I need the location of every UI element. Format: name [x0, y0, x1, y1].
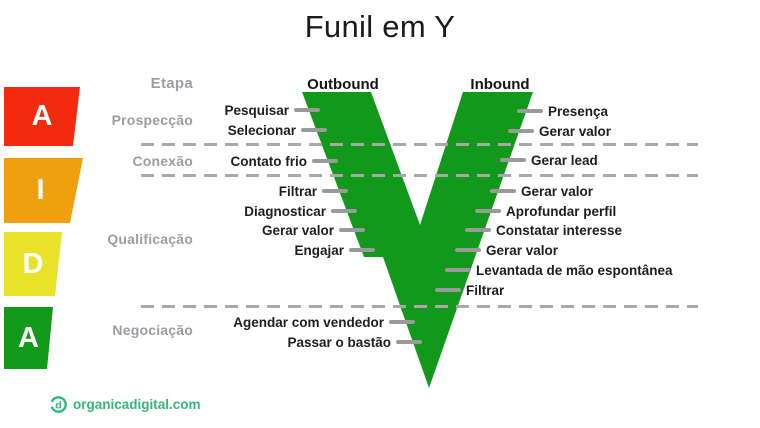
outbound-step: Selecionar [228, 121, 327, 139]
stage-separator-line [141, 174, 698, 177]
stage-qualificacao: Qualificação [107, 231, 193, 247]
step-label: Passar o bastão [287, 334, 391, 350]
outbound-step: Pesquisar [224, 101, 320, 119]
inbound-step: Aprofundar perfil [475, 202, 616, 220]
pointer-line [349, 248, 375, 252]
outbound-step: Filtrar [279, 182, 348, 200]
outbound-step: Diagnosticar [244, 202, 357, 220]
step-label: Filtrar [278, 183, 317, 199]
step-label: Gerar valor [486, 242, 559, 258]
aida-letter: A [31, 100, 53, 132]
stage-separator-line [141, 305, 698, 308]
inbound-step: Gerar valor [508, 122, 611, 140]
pointer-line [312, 159, 338, 163]
outbound-step: Agendar com vendedor [233, 313, 415, 331]
outbound-step: Contato frio [230, 152, 338, 170]
outbound-step: Passar o bastão [287, 333, 422, 351]
pointer-line [455, 248, 481, 252]
organica-digital-logo-icon: d [50, 396, 67, 413]
step-label: Engajar [294, 242, 344, 258]
step-label: Filtrar [466, 282, 505, 298]
inbound-step: Levantada de mão espontânea [445, 261, 673, 279]
pointer-line [500, 158, 526, 162]
stage-negociacao: Negociação [112, 322, 193, 338]
step-label: Constatar interesse [496, 222, 623, 238]
pointer-line [301, 128, 327, 132]
inbound-step: Gerar valor [455, 241, 558, 259]
pointer-line [339, 228, 365, 232]
step-label: Contato frio [230, 153, 308, 169]
inbound-step: Presença [517, 102, 608, 120]
step-label: Gerar valor [261, 222, 334, 238]
aida-letter: D [22, 247, 44, 280]
etapa-header: Etapa [150, 75, 193, 92]
aida-letter: I [36, 174, 45, 206]
footer-branding: d organicadigital.com [49, 395, 201, 414]
outbound-step: Engajar [294, 241, 375, 259]
pointer-line [294, 108, 320, 112]
step-label: Pesquisar [224, 102, 289, 118]
aida-block-i: I [4, 158, 83, 223]
svg-text:d: d [55, 399, 61, 411]
step-label: Agendar com vendedor [233, 314, 384, 330]
step-label: Selecionar [227, 122, 296, 138]
step-label: Levantada de mão espontânea [476, 262, 673, 278]
pointer-line [389, 320, 415, 324]
inbound-step: Constatar interesse [465, 221, 622, 239]
aida-letter: A [18, 321, 39, 354]
step-label: Aprofundar perfil [506, 203, 617, 219]
step-label: Presença [548, 103, 609, 119]
step-label: Gerar lead [531, 152, 598, 168]
stage-prospeccao: Prospecção [111, 112, 193, 128]
inbound-header: Inbound [470, 76, 530, 93]
step-label: Gerar valor [521, 183, 594, 199]
inbound-step: Gerar lead [500, 151, 598, 169]
pointer-line [475, 209, 501, 213]
stage-separator-line [141, 143, 698, 146]
inbound-step: Gerar valor [490, 182, 593, 200]
pointer-line [445, 268, 471, 272]
pointer-line [435, 288, 461, 292]
pointer-line [490, 189, 516, 193]
pointer-line [465, 228, 491, 232]
outbound-header: Outbound [307, 76, 379, 93]
aida-block-a1: A [4, 87, 80, 146]
pointer-line [517, 109, 543, 113]
page-title: Funil em Y [304, 9, 456, 44]
outbound-step: Gerar valor [262, 221, 365, 239]
step-label: Gerar valor [539, 123, 612, 139]
aida-block-a2: A [4, 307, 53, 369]
stage-conexao: Conexão [132, 153, 193, 169]
pointer-line [331, 209, 357, 213]
step-label: Diagnosticar [244, 203, 326, 219]
inbound-step: Filtrar [435, 281, 504, 299]
pointer-line [322, 189, 348, 193]
footer-website: organicadigital.com [73, 397, 201, 412]
pointer-line [508, 129, 534, 133]
pointer-line [396, 340, 422, 344]
aida-block-d: D [4, 232, 62, 296]
